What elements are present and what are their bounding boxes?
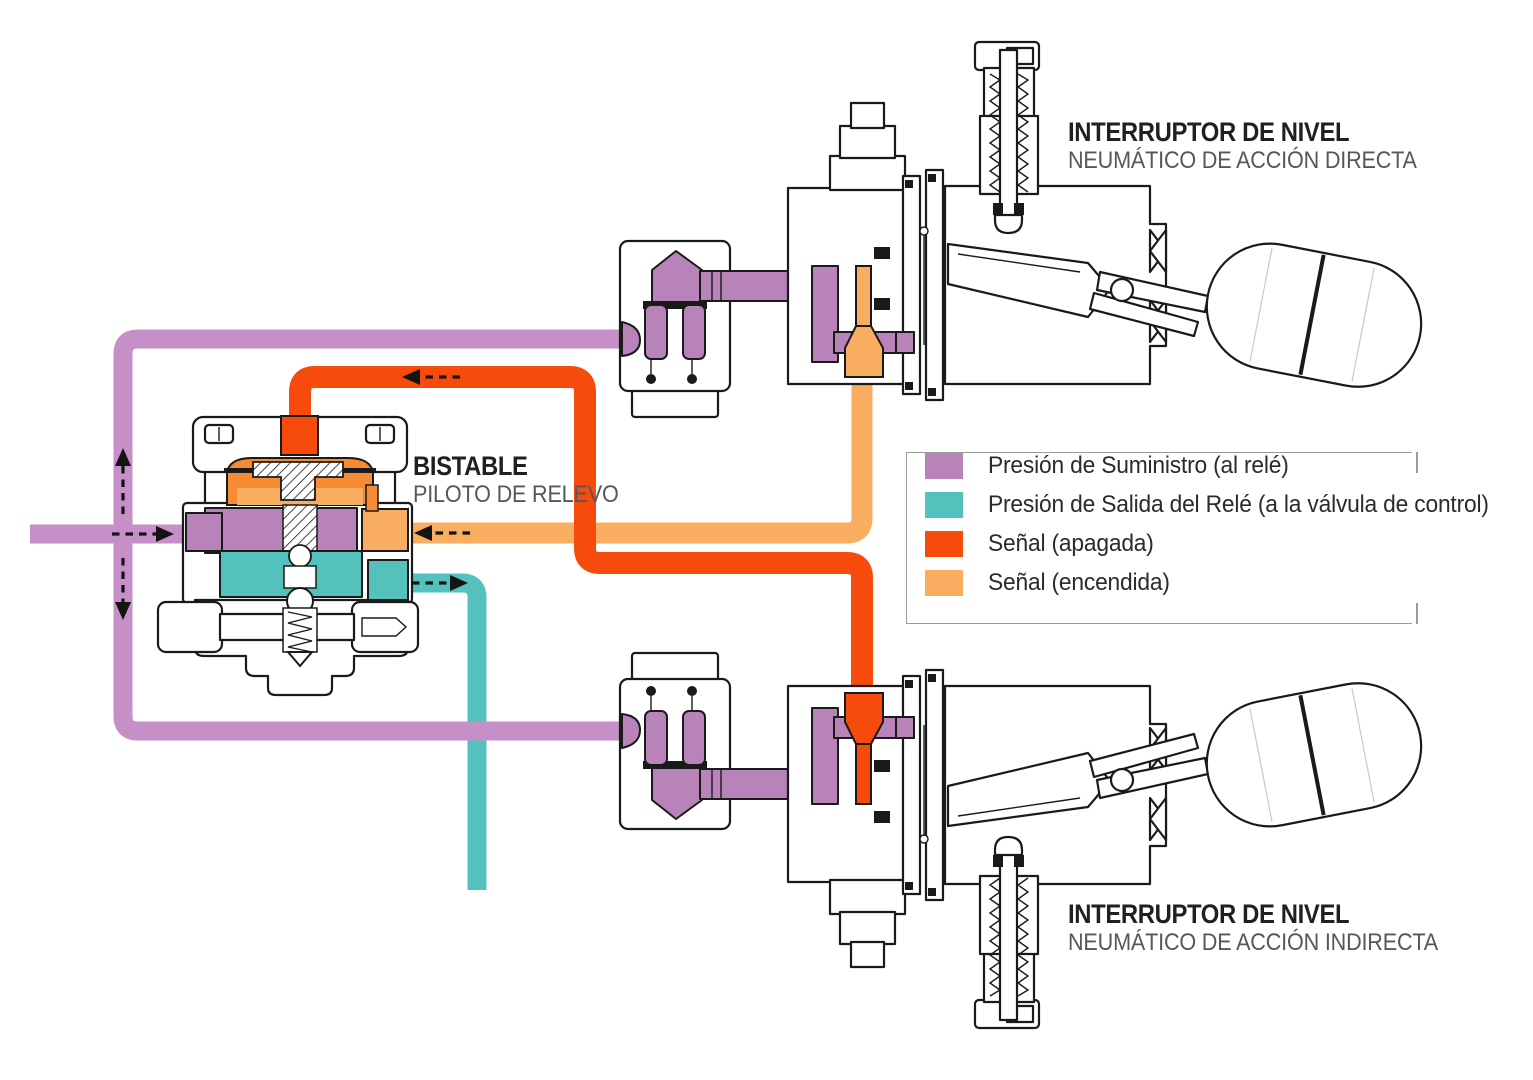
signal-port-stem — [855, 265, 872, 329]
legend-item-label: Señal (apagada) — [988, 530, 1154, 557]
pilot-signal-pin — [365, 484, 379, 512]
pilot-poppet — [288, 544, 312, 568]
aux-seals — [646, 359, 697, 384]
direct-switch-label: INTERRUPTOR DE NIVEL NEUMÁTICO DE ACCIÓN… — [1068, 119, 1417, 173]
level-switch-direct-illustration — [618, 40, 1423, 419]
bistable-pilot-illustration — [156, 415, 420, 697]
legend-corner-tick — [1416, 452, 1418, 473]
aux-supply-lens — [621, 321, 641, 357]
pilot-label: BISTABLE PILOTO DE RELEVO — [413, 453, 619, 507]
signal-port-cone — [844, 325, 884, 378]
plate-1 — [901, 174, 922, 396]
cap-1 — [828, 154, 907, 192]
pilot-plug-hatched — [252, 461, 344, 501]
indirect-switch-label: INTERRUPTOR DE NIVEL NEUMÁTICO DE ACCIÓN… — [1068, 901, 1438, 955]
signal-off-swatch — [925, 531, 963, 557]
pipe-supply-loop — [113, 329, 630, 741]
float-clevis-lower — [1088, 291, 1200, 338]
legend-item-signal-off: Señal (apagada) — [925, 530, 1412, 557]
spring-cartridge — [973, 40, 1041, 235]
pilot-left-nut — [156, 600, 224, 654]
spring-coil-right — [1016, 73, 1030, 193]
float — [1205, 242, 1423, 388]
pilot-right-nut-detail — [361, 617, 408, 637]
legend-item-supply: Presión de Suministro (al relé) — [925, 452, 1412, 479]
pilot-spring — [287, 611, 313, 653]
pilot-label-title: BISTABLE — [413, 451, 528, 481]
float-seam — [1298, 254, 1326, 376]
legend-item-label: Presión de Suministro (al relé) — [988, 452, 1289, 479]
signal-off-arrow-icon — [402, 369, 460, 385]
relay-output-arrow-icon — [412, 575, 468, 591]
needle-head — [919, 226, 929, 236]
signal-on-swatch — [925, 570, 963, 596]
aux-leg-left — [644, 304, 668, 360]
legend-corner-tick — [1416, 603, 1418, 624]
pilot-relay-port — [367, 559, 409, 601]
pilot-supply-port — [185, 512, 223, 552]
flow-arrows — [112, 369, 470, 620]
plate-2 — [924, 168, 945, 402]
aux-block-tab — [630, 386, 720, 419]
indirect-switch-label-title: INTERRUPTOR DE NIVEL — [1068, 899, 1350, 929]
pilot-valve-tip — [285, 651, 315, 668]
plate-bolts — [905, 174, 936, 396]
legend-item-label: Presión de Salida del Relé (a la válvula… — [988, 491, 1489, 518]
legend-item-label: Señal (encendida) — [988, 569, 1170, 596]
aux-band — [643, 301, 707, 309]
cap-3 — [849, 101, 886, 130]
seat-seals — [874, 247, 890, 310]
indirect-switch-label-subtitle: NEUMÁTICO DE ACCIÓN INDIRECTA — [1068, 928, 1439, 956]
pilot-screws — [203, 423, 396, 445]
aux-leg-right — [682, 304, 706, 360]
legend: Presión de Suministro (al relé) Presión … — [906, 452, 1489, 624]
pipe-signal-on — [402, 372, 873, 544]
pilot-label-subtitle: PILOTO DE RELEVO — [413, 480, 619, 508]
legend-item-relay-output: Presión de Salida del Relé (a la válvula… — [925, 491, 1489, 518]
spring-coil-left — [988, 73, 1002, 193]
supply-passage-end — [895, 331, 915, 354]
pilot-left-stem — [218, 612, 286, 642]
pipe-signal-off — [289, 366, 873, 702]
direct-switch-label-subtitle: NEUMÁTICO DE ACCIÓN DIRECTA — [1068, 146, 1417, 174]
pilot-poppet-seat — [283, 565, 317, 589]
direct-switch-label-title: INTERRUPTOR DE NIVEL — [1068, 117, 1350, 147]
pilot-right-stem — [314, 612, 356, 642]
relay-output-swatch — [925, 492, 963, 518]
pilot-supply-band — [204, 507, 358, 554]
pilot-signal-cap — [280, 415, 319, 456]
supply-inlet-arrow-icon — [112, 526, 174, 542]
supply-down-arrow-icon — [115, 558, 131, 620]
pipes — [30, 329, 873, 890]
supply-up-arrow-icon — [115, 448, 131, 514]
signal-on-arrow-icon — [414, 525, 470, 541]
float-arm-line — [957, 253, 1081, 273]
level-switch-indirect-illustration — [618, 651, 1435, 1030]
pilot-signal-on-port — [361, 508, 409, 552]
legend-item-signal-on: Señal (encendida) — [925, 569, 1412, 596]
supply-swatch — [925, 453, 963, 479]
float-pin — [1109, 277, 1135, 303]
cap-2 — [838, 124, 897, 160]
